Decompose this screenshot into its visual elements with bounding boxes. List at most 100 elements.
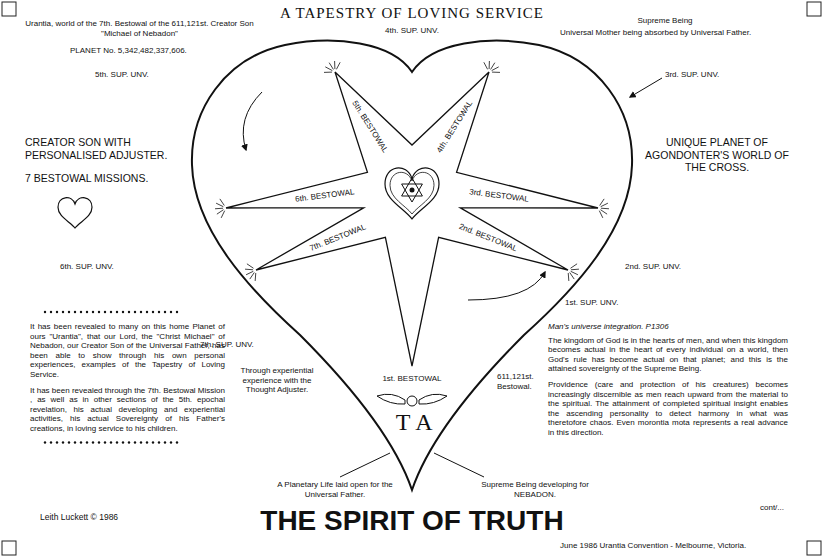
bestowal-label: 6th. BESTOWAL: [295, 187, 355, 204]
sparkle-ray: [491, 63, 495, 70]
sparkle-ray: [601, 203, 608, 207]
separator-dot: [170, 311, 172, 313]
separator-dot: [68, 311, 70, 313]
sparkle-ray: [329, 63, 333, 70]
sparkle-ray: [334, 61, 335, 69]
superuniverse-label: 1st. SUP. UNV.: [565, 298, 618, 308]
hexagram: [402, 178, 423, 196]
sparkle-ray: [492, 67, 499, 71]
separator-dot: [134, 311, 136, 313]
separator-dot: [104, 311, 106, 313]
sparkle-ray: [484, 62, 488, 69]
sparkle-ray: [250, 272, 255, 279]
separator-dot: [56, 311, 58, 313]
sparkle-ray: [568, 273, 570, 281]
pointer-arrow: [630, 78, 662, 97]
separator-dot: [158, 441, 160, 443]
small-heart: [58, 198, 92, 228]
separator-dot: [50, 441, 52, 443]
separator-dot: [176, 311, 178, 313]
sparkle-ray: [489, 61, 490, 69]
superuniverse-label: 5th. SUP. UNV.: [95, 70, 149, 80]
dotted-separator: [44, 311, 178, 313]
separator-dot: [92, 441, 94, 443]
sparkle-ray: [600, 199, 604, 206]
separator-dot: [140, 311, 142, 313]
separator-dot: [152, 441, 154, 443]
sparkle-ray: [215, 208, 223, 210]
continuation-note: cont/...: [760, 503, 784, 513]
side-heading: 7 BESTOWAL MISSIONS.: [25, 172, 148, 185]
curved-arrow: [468, 272, 545, 300]
body-paragraph: It has been revealed through the 7th. Be…: [30, 386, 225, 434]
registration-mark: [2, 2, 16, 16]
separator-dot: [50, 311, 52, 313]
sparkle-ray: [601, 208, 609, 210]
body-paragraph: It has been revealed to many on this hom…: [30, 322, 225, 380]
separator-dot: [152, 311, 154, 313]
emblem-circle: [407, 396, 417, 406]
separator-dot: [134, 441, 136, 443]
bestowal-label: 3rd. BESTOWAL: [469, 187, 530, 204]
sparkle-ray: [325, 67, 332, 71]
emblem-letter: A: [415, 410, 432, 434]
leader-line: [434, 453, 484, 477]
separator-dot: [170, 441, 172, 443]
separator-dot: [122, 311, 124, 313]
header-note: Urantia, world of the 7th. Bestowal of t…: [12, 19, 267, 38]
sparkle-ray: [571, 271, 578, 274]
author-credit: Leith Luckett © 1986: [40, 512, 118, 522]
separator-dot: [128, 441, 130, 443]
annotation-label: A Planetary Life laid open for the Unive…: [260, 480, 410, 499]
separator-dot: [56, 441, 58, 443]
registration-mark: [2, 541, 16, 555]
registration-mark: [807, 2, 821, 16]
sparkle-ray: [492, 72, 500, 73]
superuniverse-label: 2nd. SUP. UNV.: [625, 262, 681, 272]
separator-dot: [104, 441, 106, 443]
separator-dot: [164, 311, 166, 313]
sparkle-ray: [245, 269, 253, 271]
bestowal-label: 5th. BESTOWAL: [349, 99, 389, 154]
sparkle-ray: [571, 269, 579, 271]
diagram-title: A TAPESTRY OF LOVING SERVICE: [280, 4, 544, 22]
side-heading: CREATOR SON WITH PERSONALISED ADJUSTER.: [25, 136, 185, 161]
annotation-label: 611,121st. Bestowal.: [497, 372, 545, 391]
sparkle-ray: [255, 273, 257, 281]
separator-dot: [68, 441, 70, 443]
separator-dot: [146, 311, 148, 313]
separator-dot: [62, 441, 64, 443]
annotation-label: Supreme Being: [637, 16, 692, 26]
separator-dot: [98, 441, 100, 443]
superuniverse-label: 3rd. SUP. UNV.: [665, 70, 719, 80]
centre-heart: [385, 168, 439, 219]
bestowal-label: 7th. BESTOWAL: [308, 222, 367, 253]
separator-dot: [80, 441, 82, 443]
sparkle-ray: [247, 264, 254, 269]
sparkle-ray: [246, 271, 253, 274]
separator-dot: [122, 441, 124, 443]
body-paragraph: Providence (care and protection of his c…: [548, 380, 788, 438]
sparkle-ray: [220, 199, 224, 206]
annotation-label: Universal Mother being absorbed by Unive…: [560, 28, 751, 38]
separator-dot: [74, 311, 76, 313]
sparkle-ray: [599, 211, 603, 218]
diagram-caption: THE SPIRIT OF TRUTH: [260, 506, 563, 537]
separator-dot: [44, 441, 46, 443]
separator-dot: [164, 441, 166, 443]
eye-dot: [410, 188, 415, 193]
separator-dot: [128, 311, 130, 313]
sparkle-ray: [324, 72, 332, 73]
hexagram: [402, 184, 423, 202]
annotation-label: Through experiential experience with the…: [232, 366, 322, 395]
separator-dot: [110, 441, 112, 443]
separator-dot: [44, 311, 46, 313]
sparkle-ray: [600, 210, 607, 214]
separator-dot: [116, 441, 118, 443]
body-paragraph: The kingdom of God is in the hearts of m…: [548, 336, 788, 374]
sparkle-ray: [570, 272, 575, 279]
sparkle-ray: [217, 210, 224, 214]
event-note: June 1986 Urantia Convention - Melbourne…: [560, 541, 746, 551]
separator-dot: [158, 311, 160, 313]
sparkle-ray: [216, 203, 223, 207]
